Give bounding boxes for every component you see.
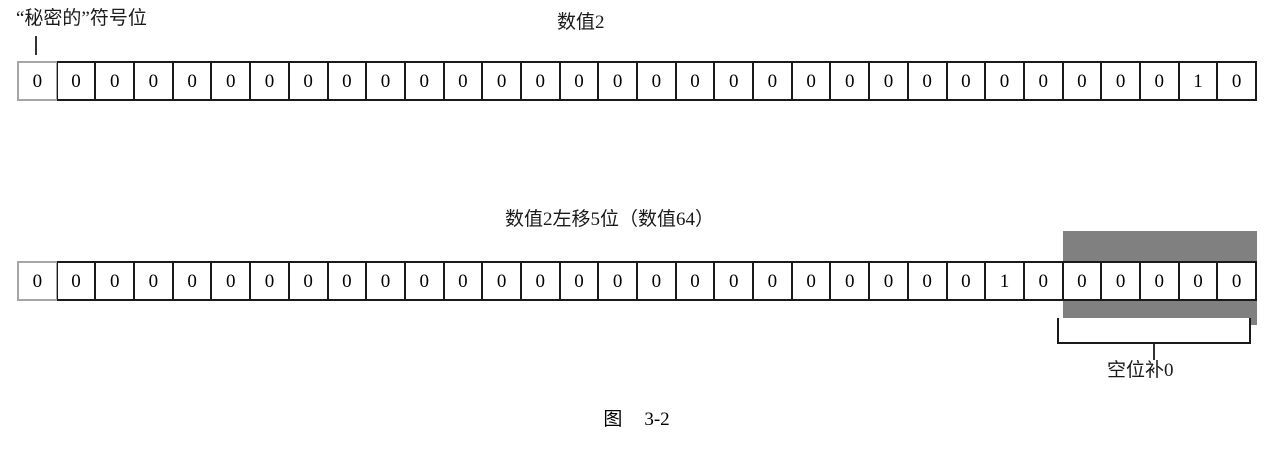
fill-zeros-bracket bbox=[1057, 318, 1251, 344]
sign-bit-label: “秘密的”符号位 bbox=[16, 8, 147, 29]
value2-bit-cell: 0 bbox=[404, 61, 444, 101]
caption-number: 3-2 bbox=[644, 409, 670, 430]
value2-bit-cell: 0 bbox=[907, 61, 947, 101]
shifted-bit-cell: 0 bbox=[211, 261, 251, 301]
shifted-bit-cell: 0 bbox=[637, 261, 676, 301]
shifted-bit-cell: 0 bbox=[404, 261, 444, 301]
shifted-bit-cell: 0 bbox=[907, 261, 947, 301]
shifted-bit-cell: 0 bbox=[598, 261, 637, 301]
value2-bit-cell: 0 bbox=[637, 61, 676, 101]
value2-bit-cell: 0 bbox=[1101, 61, 1140, 101]
sign-bit-pointer-tick bbox=[35, 36, 37, 55]
shifted-bit-cell: 0 bbox=[288, 261, 328, 301]
shifted-bit-cell: 0 bbox=[1062, 261, 1102, 301]
shifted-bit-cell: 0 bbox=[791, 261, 831, 301]
shifted-bit-cell: 0 bbox=[559, 261, 599, 301]
value2-bit-cell: 1 bbox=[1178, 61, 1218, 101]
value2-bit-cell: 0 bbox=[443, 61, 483, 101]
value2-bit-cell: 0 bbox=[598, 61, 637, 101]
shifted-bit-cell: 0 bbox=[753, 261, 792, 301]
shifted-bit-cell: 0 bbox=[1023, 261, 1063, 301]
value2-bit-cell: 0 bbox=[482, 61, 521, 101]
value2-sign-bit-cell: 0 bbox=[17, 61, 57, 101]
shifted-bit-cell: 0 bbox=[443, 261, 483, 301]
shifted-bit-cell: 0 bbox=[366, 261, 405, 301]
fill-zeros-pointer-tick bbox=[1153, 344, 1155, 360]
value2-bit-cell: 0 bbox=[172, 61, 212, 101]
shifted-bit-cell: 0 bbox=[830, 261, 870, 301]
value2-bit-cell: 0 bbox=[753, 61, 792, 101]
shifted-bit-cell: 0 bbox=[56, 261, 96, 301]
shifted-bit-cell: 0 bbox=[675, 261, 715, 301]
shifted-bit-cell: 0 bbox=[1139, 261, 1179, 301]
shifted-bit-cell: 0 bbox=[482, 261, 521, 301]
shifted-bit-cell: 0 bbox=[1217, 261, 1257, 301]
shifted-bit-cell: 0 bbox=[95, 261, 135, 301]
value2-bit-cell: 0 bbox=[675, 61, 715, 101]
value-top-label: 数值2 bbox=[557, 12, 605, 33]
value2-bit-cell: 0 bbox=[95, 61, 135, 101]
value2-bit-cell: 0 bbox=[1139, 61, 1179, 101]
shifted-bit-cell: 0 bbox=[869, 261, 908, 301]
value2-bit-cell: 0 bbox=[520, 61, 560, 101]
value2-bit-cell: 0 bbox=[714, 61, 754, 101]
shifted-bit-cell: 0 bbox=[134, 261, 173, 301]
shifted-bit-cell: 0 bbox=[327, 261, 367, 301]
shifted-bit-cell: 0 bbox=[250, 261, 289, 301]
figure-caption: 图 3-2 bbox=[0, 404, 1273, 431]
value2-bit-cell: 0 bbox=[327, 61, 367, 101]
shifted-bit-cell: 0 bbox=[946, 261, 986, 301]
value2-bit-cell: 0 bbox=[791, 61, 831, 101]
shifted-bit-cell: 0 bbox=[1101, 261, 1140, 301]
value2-bit-cell: 0 bbox=[211, 61, 251, 101]
value2-bit-cell: 0 bbox=[830, 61, 870, 101]
value2-bit-cell: 0 bbox=[1062, 61, 1102, 101]
value2-bit-cell: 0 bbox=[250, 61, 289, 101]
value2-bit-cell: 0 bbox=[946, 61, 986, 101]
shifted-bit-cell: 0 bbox=[1178, 261, 1218, 301]
value2-bit-cell: 0 bbox=[56, 61, 96, 101]
value-shifted-label: 数值2左移5位（数值64） bbox=[505, 209, 715, 230]
value2-bit-cell: 0 bbox=[366, 61, 405, 101]
value2-bit-cell: 0 bbox=[1023, 61, 1063, 101]
value2-bit-cell: 0 bbox=[869, 61, 908, 101]
fill-zeros-label: 空位补0 bbox=[1107, 360, 1174, 381]
shifted-sign-bit-cell: 0 bbox=[17, 261, 57, 301]
value2-bit-cell: 0 bbox=[559, 61, 599, 101]
value2-bit-cell: 0 bbox=[985, 61, 1024, 101]
value2-bit-cell: 0 bbox=[1217, 61, 1257, 101]
shifted-bit-cell: 0 bbox=[520, 261, 560, 301]
value2-bit-cell: 0 bbox=[134, 61, 173, 101]
shifted-bit-cell: 0 bbox=[172, 261, 212, 301]
caption-prefix: 图 bbox=[603, 409, 623, 430]
shifted-bit-cell: 0 bbox=[714, 261, 754, 301]
value2-bit-cell: 0 bbox=[288, 61, 328, 101]
shifted-bit-cell: 1 bbox=[985, 261, 1024, 301]
